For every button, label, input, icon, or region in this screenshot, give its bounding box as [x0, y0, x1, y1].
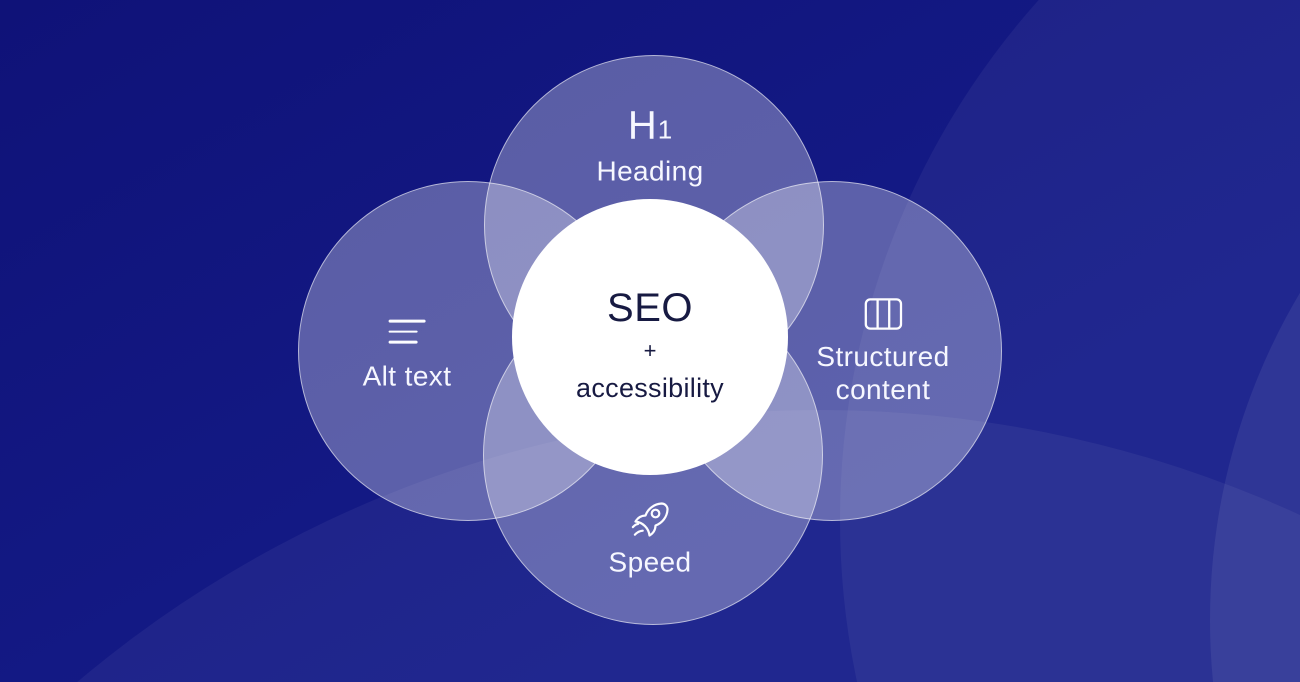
- rocket-icon: [632, 502, 670, 537]
- h1-icon-number: 1: [657, 114, 673, 145]
- node-structured-content: Structured content: [816, 298, 949, 406]
- columns-icon: [864, 298, 902, 330]
- h1-icon: H1: [628, 105, 672, 151]
- node-heading: H1 Heading: [596, 105, 703, 188]
- node-alt-text: Alt text: [362, 319, 452, 393]
- center-circle: [512, 199, 788, 475]
- text-lines-icon: [388, 319, 426, 344]
- structured-content-label-line2: content: [835, 374, 931, 405]
- background-circle-corner: [1210, 0, 1300, 682]
- speed-label: Speed: [608, 546, 692, 578]
- structured-content-label-line1: Structured: [816, 341, 950, 372]
- center-subtitle: accessibility: [576, 373, 724, 403]
- heading-label: Heading: [596, 155, 704, 187]
- center-text-group: SEO + accessibility: [576, 285, 724, 405]
- node-speed: Speed: [609, 496, 692, 579]
- plus-sign: +: [643, 338, 657, 363]
- h1-icon-letter: H: [627, 103, 658, 148]
- center-title: SEO: [607, 286, 693, 330]
- alt-text-label: Alt text: [362, 360, 452, 392]
